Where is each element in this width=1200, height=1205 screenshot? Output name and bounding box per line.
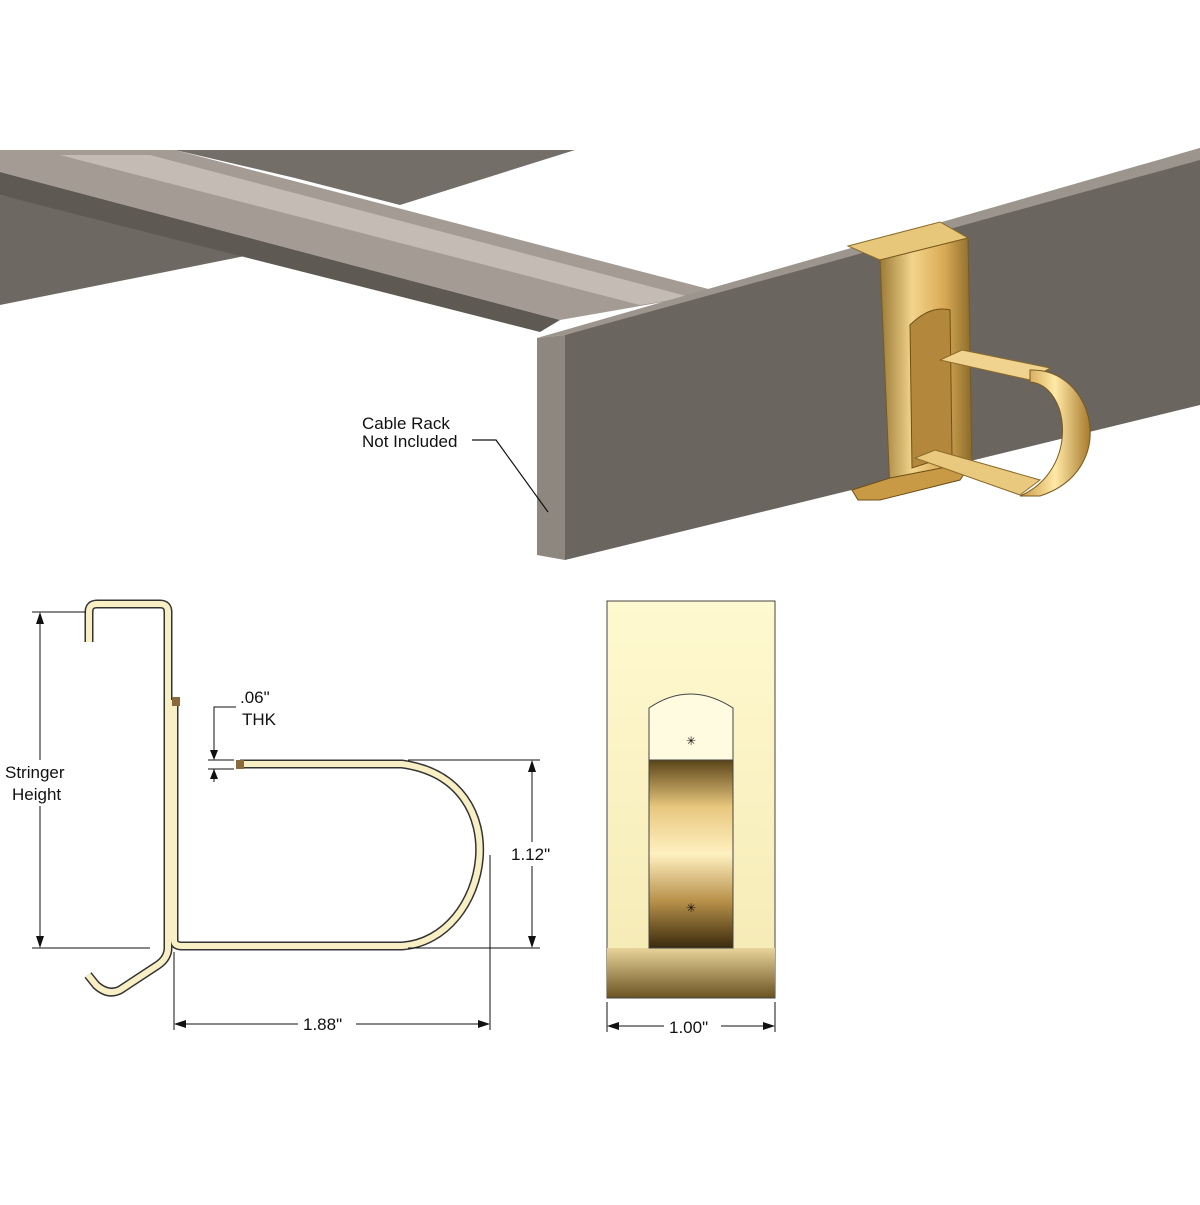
width-dim-label: 1.00"	[669, 1018, 708, 1037]
callout-leader-line	[472, 439, 549, 513]
stringer-label-line1: Stringer	[5, 763, 65, 782]
rack-rung-highlight	[60, 155, 690, 305]
front-bottom-band	[607, 948, 775, 998]
height-dim-arrow-top	[528, 760, 536, 772]
front-tongue	[648, 759, 734, 949]
profile-fill	[85, 601, 483, 996]
stringer-label-line2: Height	[12, 785, 61, 804]
thickness-marker-top	[172, 697, 180, 706]
width-dim-arrow-left	[607, 1022, 619, 1030]
front-slot-arch	[648, 693, 734, 761]
thk-arrow-top	[210, 750, 218, 760]
rack-clip-3d	[846, 221, 1091, 501]
rack-far-plane	[0, 195, 250, 305]
rack-back-rail	[175, 150, 575, 205]
stringer-dim-arrow-top	[36, 612, 44, 624]
depth-dim-arrow-left	[174, 1020, 186, 1028]
thk-unit-label: THK	[242, 710, 277, 729]
thk-arrow-bottom	[210, 769, 218, 779]
stringer-dim-arrow-bottom	[36, 936, 44, 948]
height-dim-label: 1.12"	[511, 845, 550, 864]
callout-label-line2: Not Included	[362, 432, 457, 451]
clip-loop-bottom-arm	[913, 449, 1042, 496]
clip-front-view: ✳ ✳ 1.00"	[606, 600, 776, 1037]
stringer-label-bg	[2, 760, 80, 806]
clip-loop-top-arm	[938, 349, 1052, 381]
thk-leader	[213, 706, 236, 756]
clip-plate-slot	[909, 308, 953, 469]
rack-rung-side	[0, 172, 560, 332]
depth-dim-label: 1.88"	[303, 1015, 342, 1034]
profile-outline	[84, 599, 485, 997]
height-label-bg	[508, 842, 560, 866]
front-center-mark-upper: ✳	[686, 734, 696, 748]
height-dim-arrow-bottom	[528, 936, 536, 948]
rack-stringer-face	[565, 148, 1200, 560]
thickness-marker-end	[236, 760, 244, 769]
depth-dim-arrow-right	[478, 1020, 490, 1028]
width-dim-arrow-right	[763, 1022, 775, 1030]
rack-stringer-end	[537, 335, 565, 560]
clip-bottom-lip	[851, 461, 974, 501]
callout-label-line1: Cable Rack	[362, 414, 450, 433]
thk-value-label: .06"	[240, 688, 270, 707]
front-center-mark-lower: ✳	[686, 901, 696, 915]
clip-loop-curve	[1019, 369, 1091, 497]
cable-rack-3d-view: Cable Rack Not Included	[0, 148, 1200, 560]
clip-side-profile: Stringer Height .06" THK 1.12" 1.88"	[2, 599, 560, 1034]
